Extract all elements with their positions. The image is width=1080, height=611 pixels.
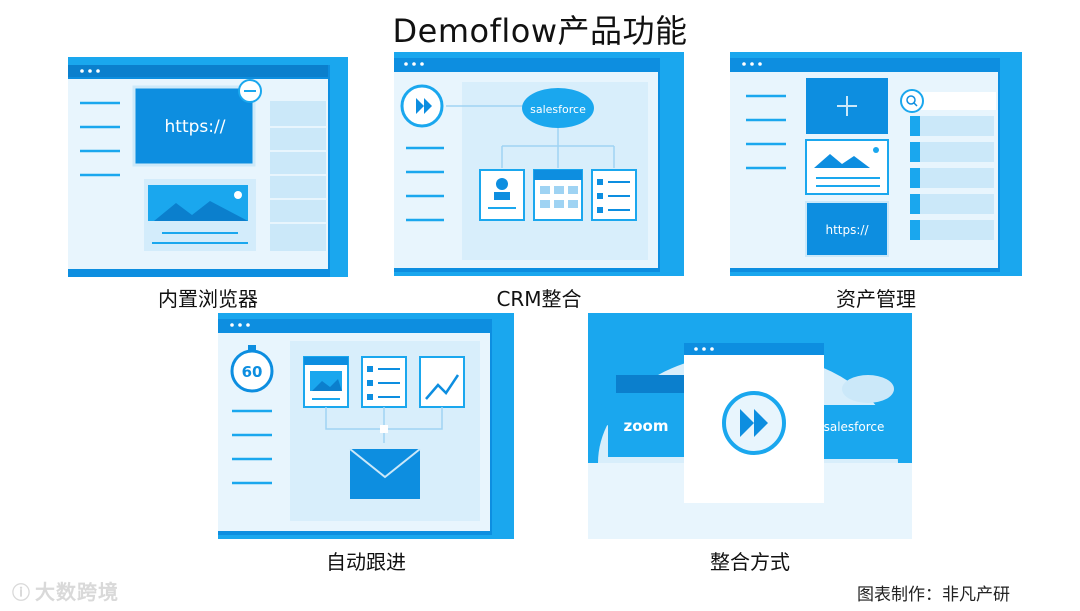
feature-caption-crm: CRM整合 (496, 287, 582, 311)
salesforce-text: salesforce (530, 103, 586, 116)
timer-email-icon: 60 (218, 319, 492, 535)
browser-window-icon: https:// (68, 65, 330, 277)
feature-panel-integration: zoom salesforce (588, 313, 912, 539)
feature-caption-browser: 内置浏览器 (158, 287, 258, 311)
url-text: https:// (165, 117, 226, 137)
feature-caption-integration: 整合方式 (710, 550, 790, 574)
feature-caption-assets: 资产管理 (836, 287, 916, 311)
timer-text: 60 (242, 363, 263, 381)
zoom-text: zoom (624, 417, 669, 435)
url-text: https:// (825, 223, 869, 237)
feature-caption-followup: 自动跟进 (326, 550, 406, 574)
salesforce-text: salesforce (824, 420, 885, 434)
integration-icon: zoom salesforce (588, 343, 912, 539)
watermark-text: 大数跨境 (35, 580, 119, 604)
chart-credit: 图表制作：非凡产研 (857, 585, 1010, 605)
feature-panel-assets: https:// (730, 52, 1022, 276)
watermark-logo-icon: ⓘ (12, 583, 31, 604)
crm-hierarchy-icon: salesforce (394, 58, 660, 272)
feature-panel-crm: salesforce (394, 52, 684, 276)
feature-panel-followup: 60 (218, 313, 514, 539)
feature-panel-browser: https:// (68, 57, 348, 277)
asset-library-icon: https:// (730, 58, 1000, 272)
page-title: Demoflow产品功能 (392, 12, 688, 50)
